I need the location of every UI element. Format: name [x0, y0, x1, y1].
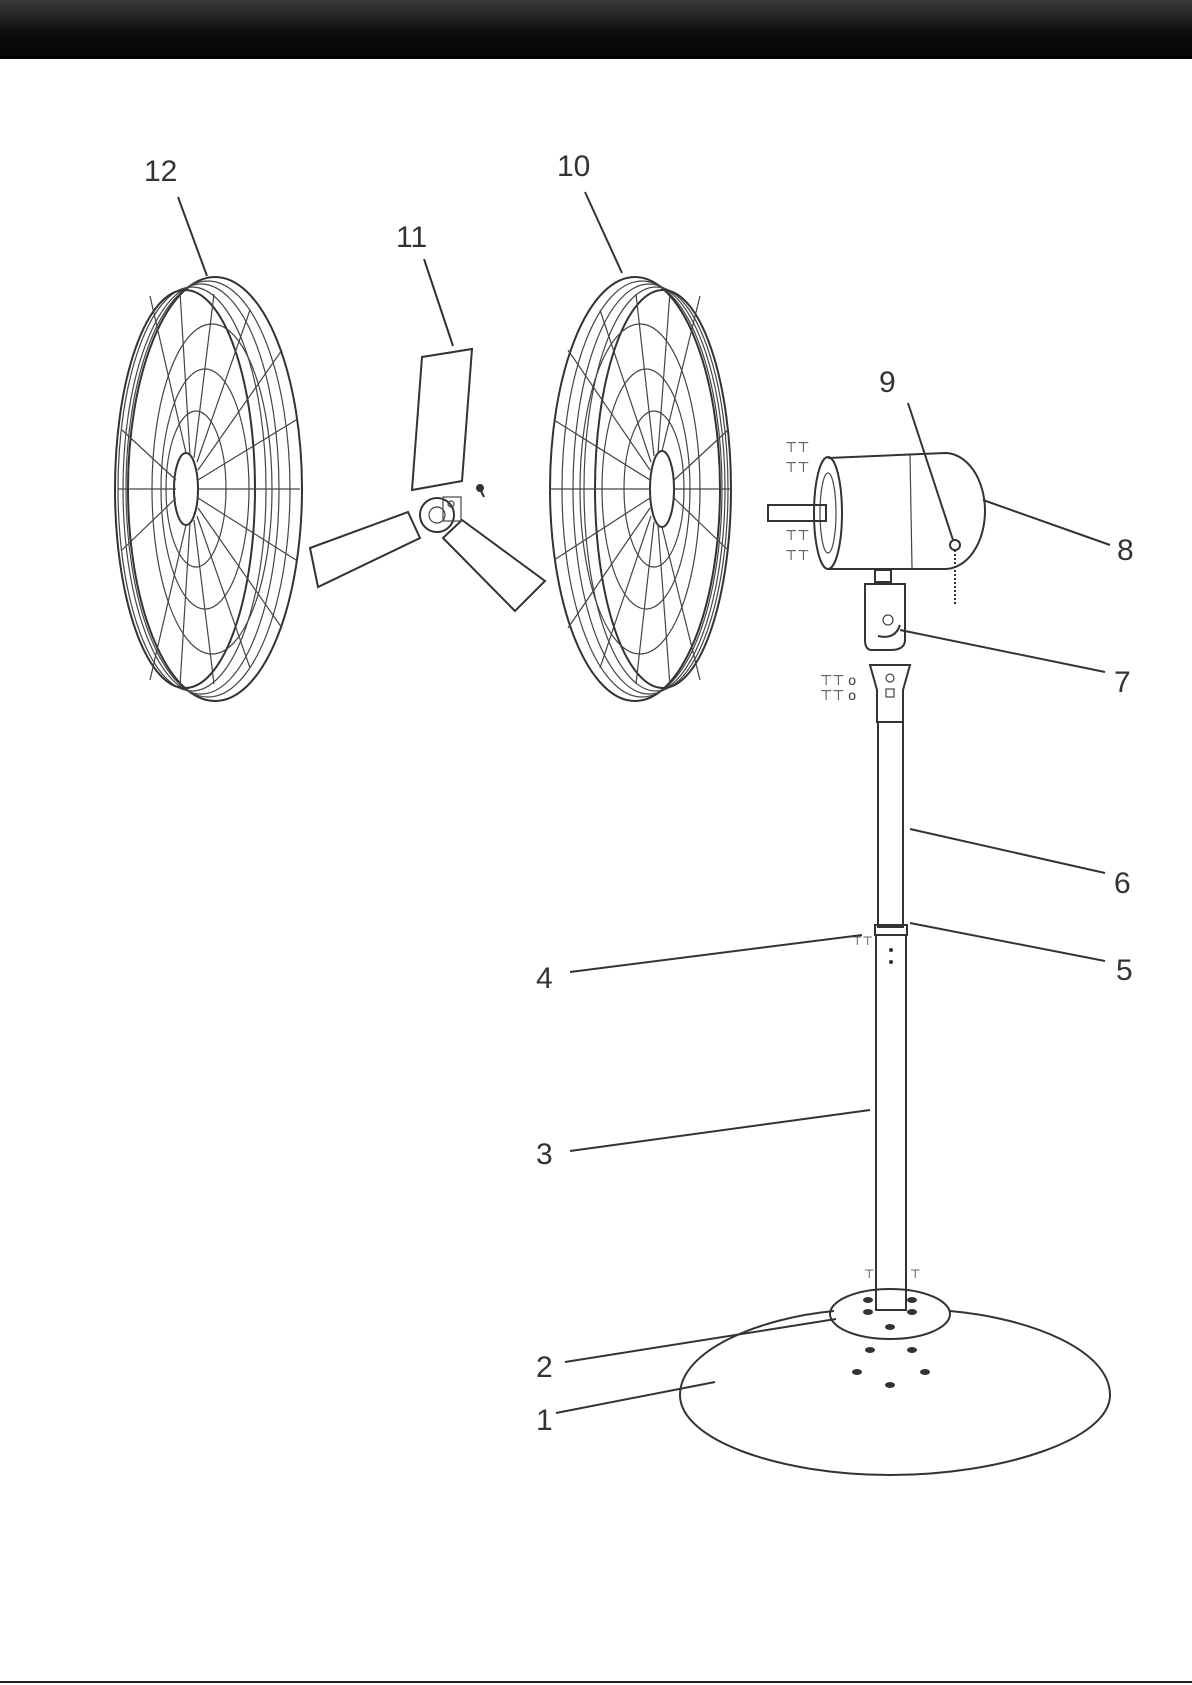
svg-text:⊤⊤ o: ⊤⊤ o [820, 672, 856, 688]
part-label-9: 9 [879, 366, 896, 399]
svg-text:⊤⊤: ⊤⊤ [785, 459, 809, 475]
part-label-12: 12 [144, 155, 177, 188]
svg-text:⊤: ⊤ [910, 1267, 920, 1281]
base-plate: ⊤ ⊤ [830, 1267, 950, 1339]
svg-text:⊤⊤ o: ⊤⊤ o [820, 687, 856, 703]
base [680, 1311, 1110, 1475]
part-label-7: 7 [1114, 666, 1131, 699]
part-label-1: 1 [536, 1404, 553, 1437]
part-label-6: 6 [1114, 867, 1131, 900]
fan-blade [310, 349, 545, 611]
footer-rule [0, 1681, 1192, 1683]
part-label-11: 11 [396, 221, 427, 254]
svg-text:⊤: ⊤ [864, 1267, 874, 1281]
part-label-10: 10 [557, 150, 590, 183]
pull-chain [950, 540, 960, 606]
front-grille [550, 277, 732, 701]
part-labels: 12 10 11 9 8 7 6 5 4 3 2 1 [144, 150, 1134, 1437]
part-label-2: 2 [536, 1351, 553, 1384]
tilt-bracket [865, 570, 905, 650]
motor-screws: ⊤⊤ ⊤⊤ ⊤⊤ ⊤⊤ [785, 439, 809, 563]
leader-lines [178, 192, 1110, 1413]
upper-pole: ⊤⊤ o ⊤⊤ o [820, 665, 910, 927]
part-label-4: 4 [536, 962, 553, 995]
part-label-3: 3 [536, 1138, 553, 1171]
part-label-8: 8 [1117, 534, 1134, 567]
svg-text:⊤⊤: ⊤⊤ [785, 439, 809, 455]
lower-pole: ⊤⊤ [852, 934, 906, 1310]
part-label-5: 5 [1116, 954, 1133, 987]
rear-grille [115, 277, 302, 701]
svg-text:⊤⊤: ⊤⊤ [785, 547, 809, 563]
svg-text:⊤⊤: ⊤⊤ [785, 527, 809, 543]
